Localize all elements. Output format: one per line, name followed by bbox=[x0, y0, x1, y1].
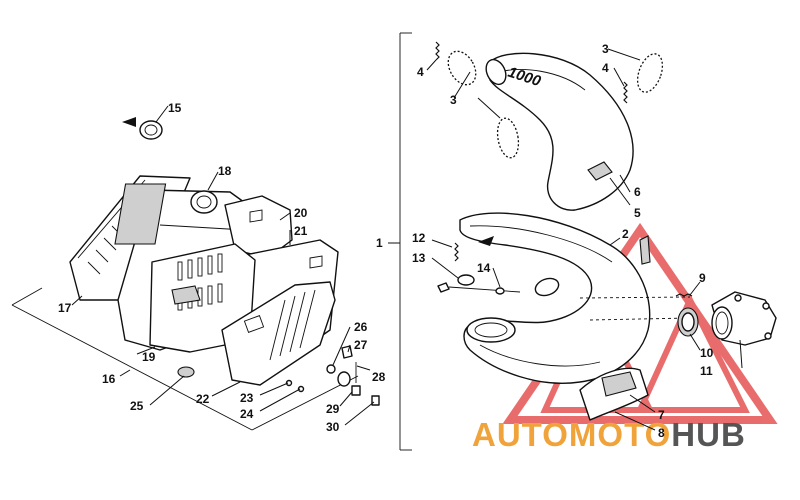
label-8: 8 bbox=[658, 426, 665, 440]
part-6-pipe-cover: 1000 bbox=[485, 52, 634, 211]
leader-lines bbox=[71, 48, 743, 431]
label-3-left: 3 bbox=[450, 93, 457, 107]
label-26: 26 bbox=[354, 320, 368, 334]
assembly-bracket bbox=[399, 32, 412, 451]
part-12-spring bbox=[454, 242, 459, 262]
label-11: 11 bbox=[700, 364, 713, 378]
label-18: 18 bbox=[218, 164, 232, 178]
alignment-lines bbox=[579, 296, 691, 321]
part-10-gasket bbox=[677, 307, 699, 337]
label-2: 2 bbox=[622, 227, 629, 241]
part-15-grommet bbox=[122, 117, 163, 140]
part-18-outlet bbox=[190, 190, 218, 214]
label-6: 6 bbox=[634, 185, 641, 199]
front-plate-ribs bbox=[269, 289, 316, 361]
watermark-triangle-inner-2 bbox=[635, 293, 750, 413]
part-14-cable bbox=[448, 286, 521, 295]
label-10: 10 bbox=[700, 346, 714, 360]
label-15: 15 bbox=[168, 101, 182, 115]
part-11-manifold bbox=[711, 291, 777, 346]
watermark-text-auto: AUTO bbox=[472, 416, 569, 453]
part-4-springs bbox=[435, 41, 628, 104]
watermark-text-moto: MOTO bbox=[569, 416, 671, 453]
watermark-text: AUTOMOTOHUB bbox=[472, 416, 746, 453]
label-7: 7 bbox=[658, 408, 665, 422]
part-13-sensor bbox=[437, 236, 494, 293]
label-29: 29 bbox=[326, 402, 340, 416]
label-5: 5 bbox=[634, 206, 641, 220]
hardware-stack bbox=[326, 345, 380, 406]
label-19: 19 bbox=[142, 350, 156, 364]
part-9-spring bbox=[675, 293, 693, 297]
label-4-left: 4 bbox=[417, 65, 424, 79]
center-heat-shield bbox=[149, 243, 256, 353]
label-27: 27 bbox=[354, 338, 368, 352]
label-13: 13 bbox=[412, 251, 426, 265]
label-21: 21 bbox=[294, 224, 308, 238]
part-labels: 1 2 3 3 4 4 5 6 7 8 9 10 11 12 13 14 15 … bbox=[58, 42, 714, 440]
part-25-foot bbox=[177, 366, 195, 378]
label-20: 20 bbox=[294, 206, 308, 220]
part-22-front-plate bbox=[221, 281, 336, 386]
label-28: 28 bbox=[372, 370, 386, 384]
part-23-24-hardware bbox=[285, 379, 305, 393]
label-14: 14 bbox=[477, 261, 491, 275]
label-30: 30 bbox=[326, 420, 340, 434]
watermark-text-hub: HUB bbox=[671, 416, 746, 453]
label-9: 9 bbox=[699, 271, 706, 285]
part-5-label-plate bbox=[587, 161, 613, 181]
label-1: 1 bbox=[376, 236, 383, 250]
label-17: 17 bbox=[58, 301, 72, 315]
label-12: 12 bbox=[412, 231, 426, 245]
label-4-right: 4 bbox=[602, 61, 609, 75]
part-7-8-heat-shield bbox=[579, 367, 649, 421]
part-3-clamps bbox=[447, 50, 664, 159]
part-2-expansion-chamber bbox=[459, 212, 651, 384]
label-24: 24 bbox=[240, 407, 254, 421]
label-25: 25 bbox=[130, 399, 144, 413]
label-3-top-right: 3 bbox=[602, 42, 609, 56]
label-16: 16 bbox=[102, 372, 116, 386]
label-23: 23 bbox=[240, 391, 254, 405]
label-22: 22 bbox=[196, 392, 210, 406]
